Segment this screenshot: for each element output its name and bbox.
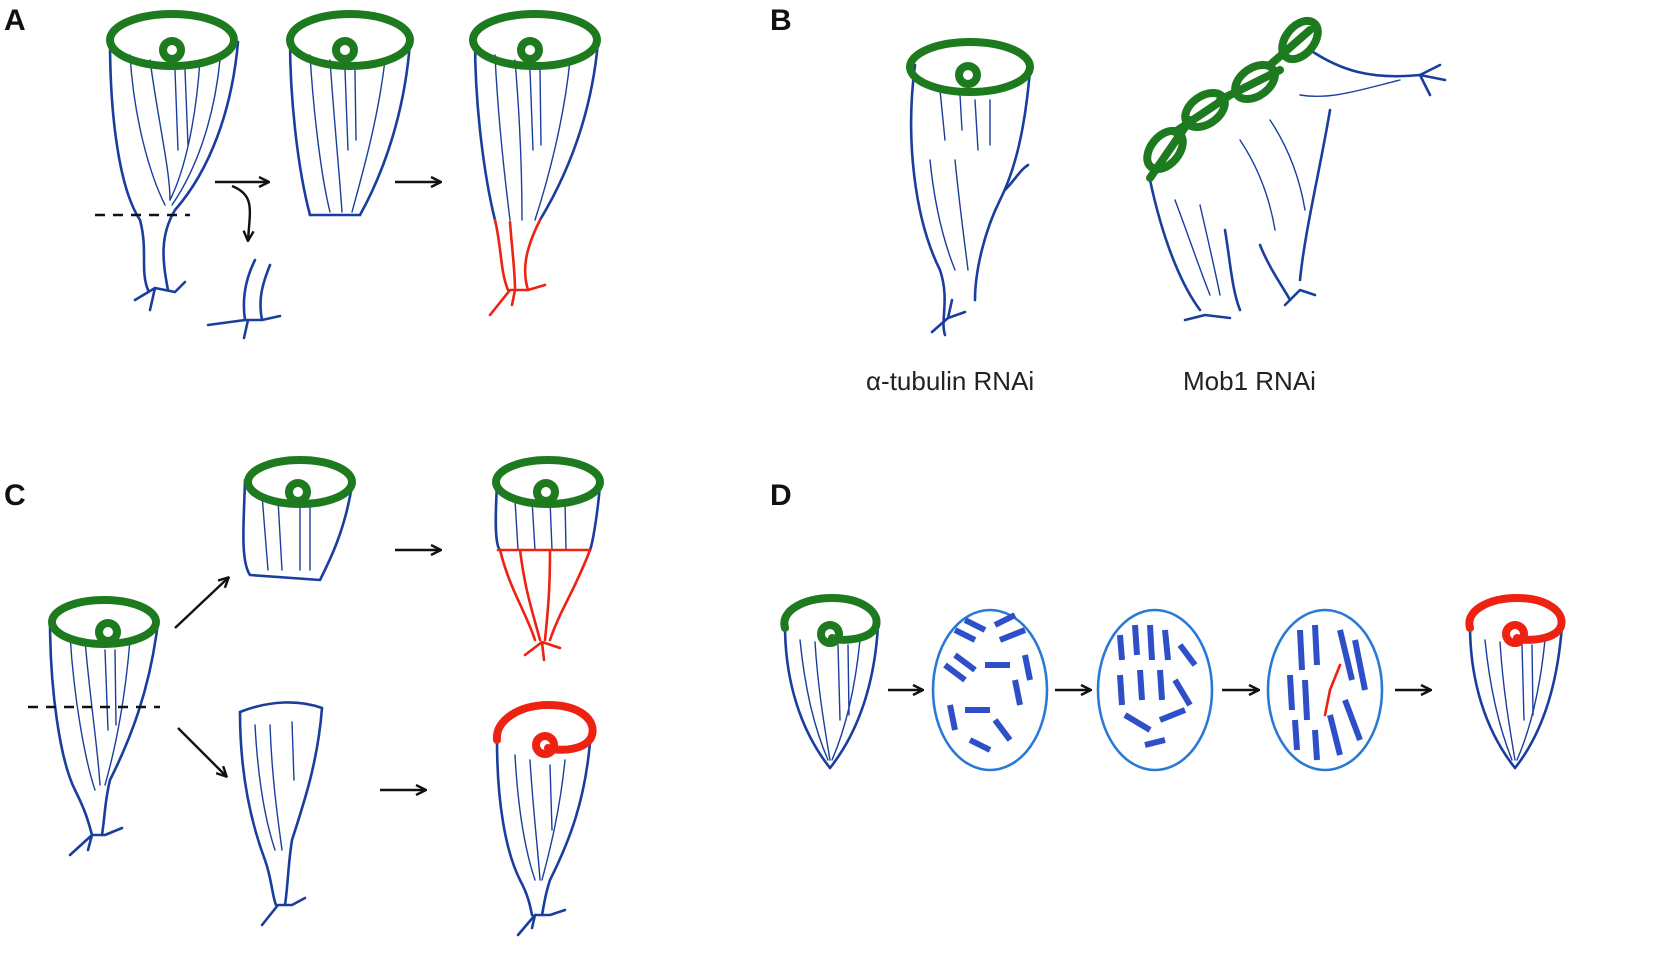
alpha-tubulin-cell [906, 38, 1034, 337]
arrow-a-2 [231, 184, 250, 240]
regenerated-cell-a [469, 10, 601, 317]
tail-fragment-c [238, 701, 324, 927]
cell-d-start [780, 593, 881, 770]
panel-d [780, 593, 1566, 772]
panel-b: α-tubulin RNAi Mob1 RNAi [866, 16, 1447, 396]
full-cell-c [28, 596, 160, 857]
panel-label-b: B [770, 4, 792, 37]
panel-label-c: C [4, 479, 26, 512]
front-fragment-c [242, 456, 356, 582]
cyst-stage-1 [931, 608, 1049, 772]
front-fragment-a [286, 10, 414, 217]
panel-label-d: D [770, 479, 792, 512]
regenerated-oral-c [492, 700, 597, 937]
mob1-cell [1143, 16, 1447, 322]
cyst-stage-2 [1096, 608, 1214, 772]
regenerated-tail-c [492, 456, 604, 662]
cell-d-end [1465, 593, 1566, 770]
panel-label-a: A [4, 4, 26, 37]
panel-a [95, 10, 601, 340]
tail-fragment-a [206, 258, 282, 340]
caption-alpha-tubulin: α-tubulin RNAi [866, 366, 1034, 396]
arrow-c-up [174, 578, 228, 629]
full-cell-a [95, 10, 240, 312]
panel-c [28, 456, 604, 937]
arrow-c-down [177, 727, 226, 776]
caption-mob1: Mob1 RNAi [1183, 366, 1316, 396]
